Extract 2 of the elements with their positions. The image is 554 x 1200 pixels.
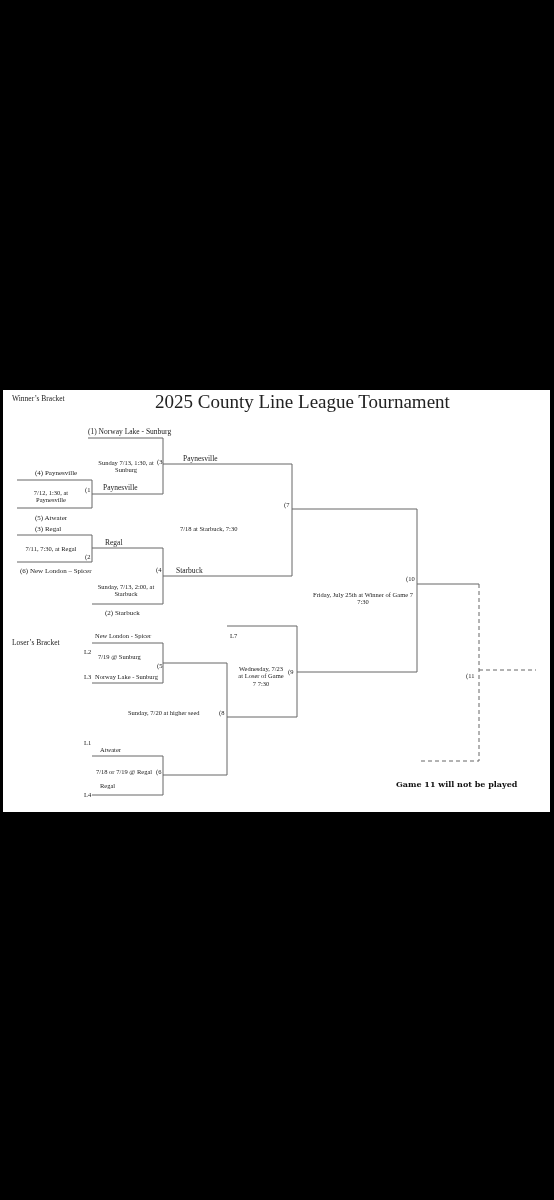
title: 2025 County Line League Tournament — [155, 391, 450, 413]
note: Game 11 will not be played — [396, 780, 518, 790]
